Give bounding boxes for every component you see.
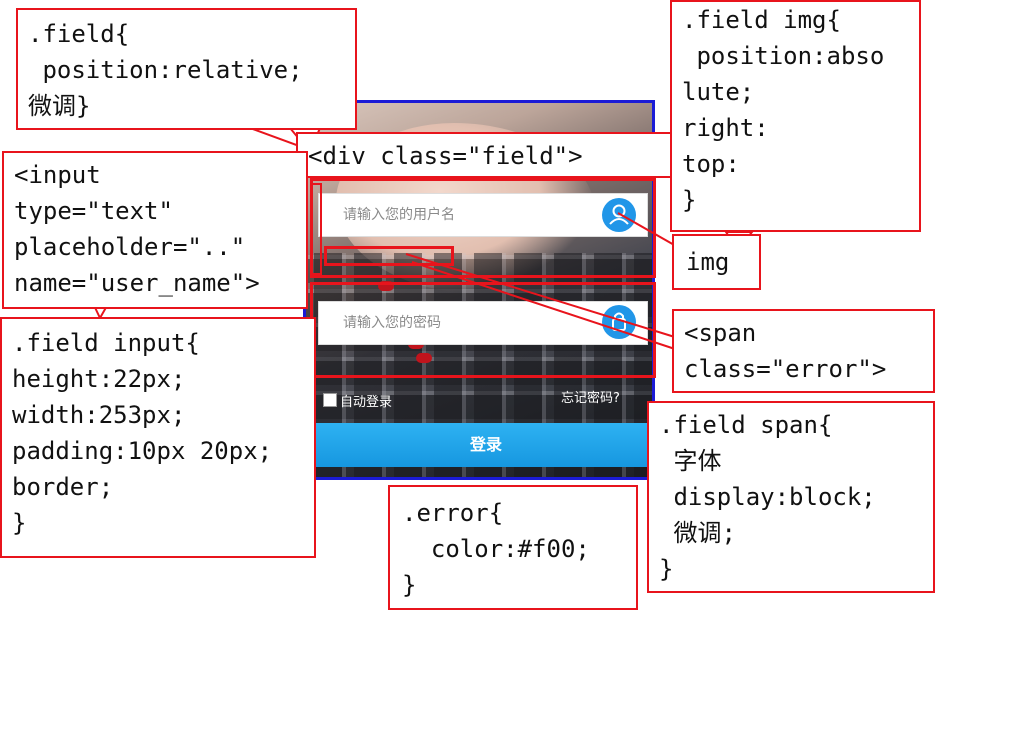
field-css-callout: .field{ position:relative; 微调} [16,8,357,130]
login-button[interactable]: 登录 [316,423,652,467]
nail-decoration [378,281,394,291]
error-css-text: .error{ color:#f00; } [402,499,590,599]
user-icon [602,198,636,232]
field-img-css-callout: .field img{ position:abso lute; right: t… [670,0,921,232]
line-to-span-upper [405,253,679,339]
error-span-highlight [324,246,454,266]
field-css-text: .field{ position:relative; 微调} [28,20,303,120]
input-left-highlight [310,183,322,275]
remember-checkbox[interactable] [323,393,337,407]
error-css-callout: .error{ color:#f00; } [388,485,638,610]
span-css-callout: .field span{ 字体 display:block; 微调; } [647,401,935,593]
input-html-callout: <input type="text" placeholder=".." name… [2,151,308,309]
input-html-text: <input type="text" placeholder=".." name… [14,161,260,297]
remember-label: 自动登录 [340,395,393,410]
line-to-img [617,212,677,247]
img-callout: img [672,234,761,290]
span-html-callout: <span class="error"> [672,309,935,393]
img-text: img [686,248,730,276]
span-css-text: .field span{ 字体 display:block; 微调; } [659,411,876,583]
span-html-text: <span class="error"> [684,319,887,383]
password-input[interactable]: 请输入您的密码 [318,301,648,345]
nail-decoration [416,353,432,363]
username-input[interactable]: 请输入您的用户名 [318,193,648,237]
field-div-text: <div class="field"> [308,142,583,170]
field-div-callout: <div class="field"> [296,132,674,178]
field-img-css-text: .field img{ position:abso lute; right: t… [682,6,885,214]
forgot-password-link[interactable]: 忘记密码? [561,391,620,406]
line-to-span-lower [411,261,679,351]
input-css-text: .field input{ height:22px; width:253px; … [12,329,273,537]
input-css-callout: .field input{ height:22px; width:253px; … [0,317,316,558]
